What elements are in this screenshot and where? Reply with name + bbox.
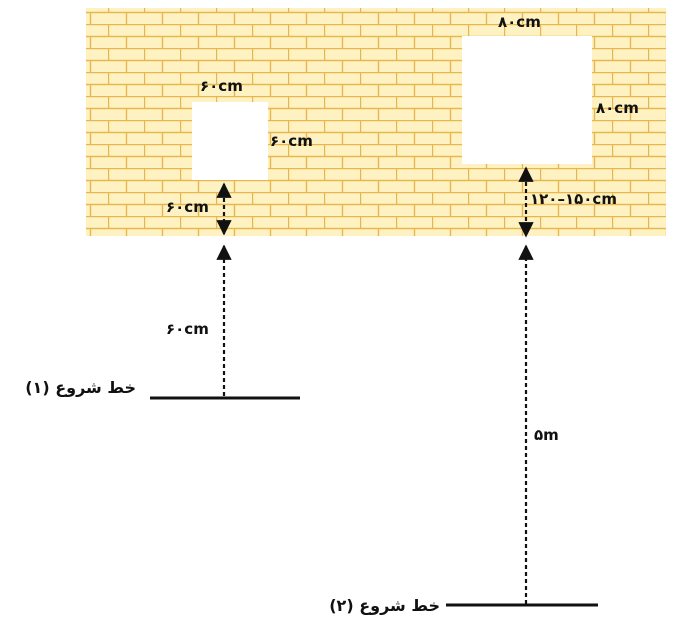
- large-window-opening: [462, 36, 592, 164]
- large-window-width-label: ۸۰cm: [498, 13, 541, 31]
- start-line-1-label: خط شروع (۱): [25, 378, 136, 397]
- small-window-width-label: ۶۰cm: [200, 77, 243, 95]
- small-window-height-label: ۶۰cm: [270, 132, 313, 150]
- small-window-opening: [192, 102, 268, 180]
- large-window-height-label: ۸۰cm: [596, 99, 639, 117]
- large-window-sill-label: ۱۲۰–۱۵۰cm: [530, 190, 617, 208]
- small-window-sill-label: ۶۰cm: [166, 198, 209, 216]
- start-line-2-distance-label: ۵m: [534, 426, 559, 444]
- start-line-1-distance-label: ۶۰cm: [166, 320, 209, 338]
- start-line-2-label: خط شروع (۲): [329, 596, 440, 615]
